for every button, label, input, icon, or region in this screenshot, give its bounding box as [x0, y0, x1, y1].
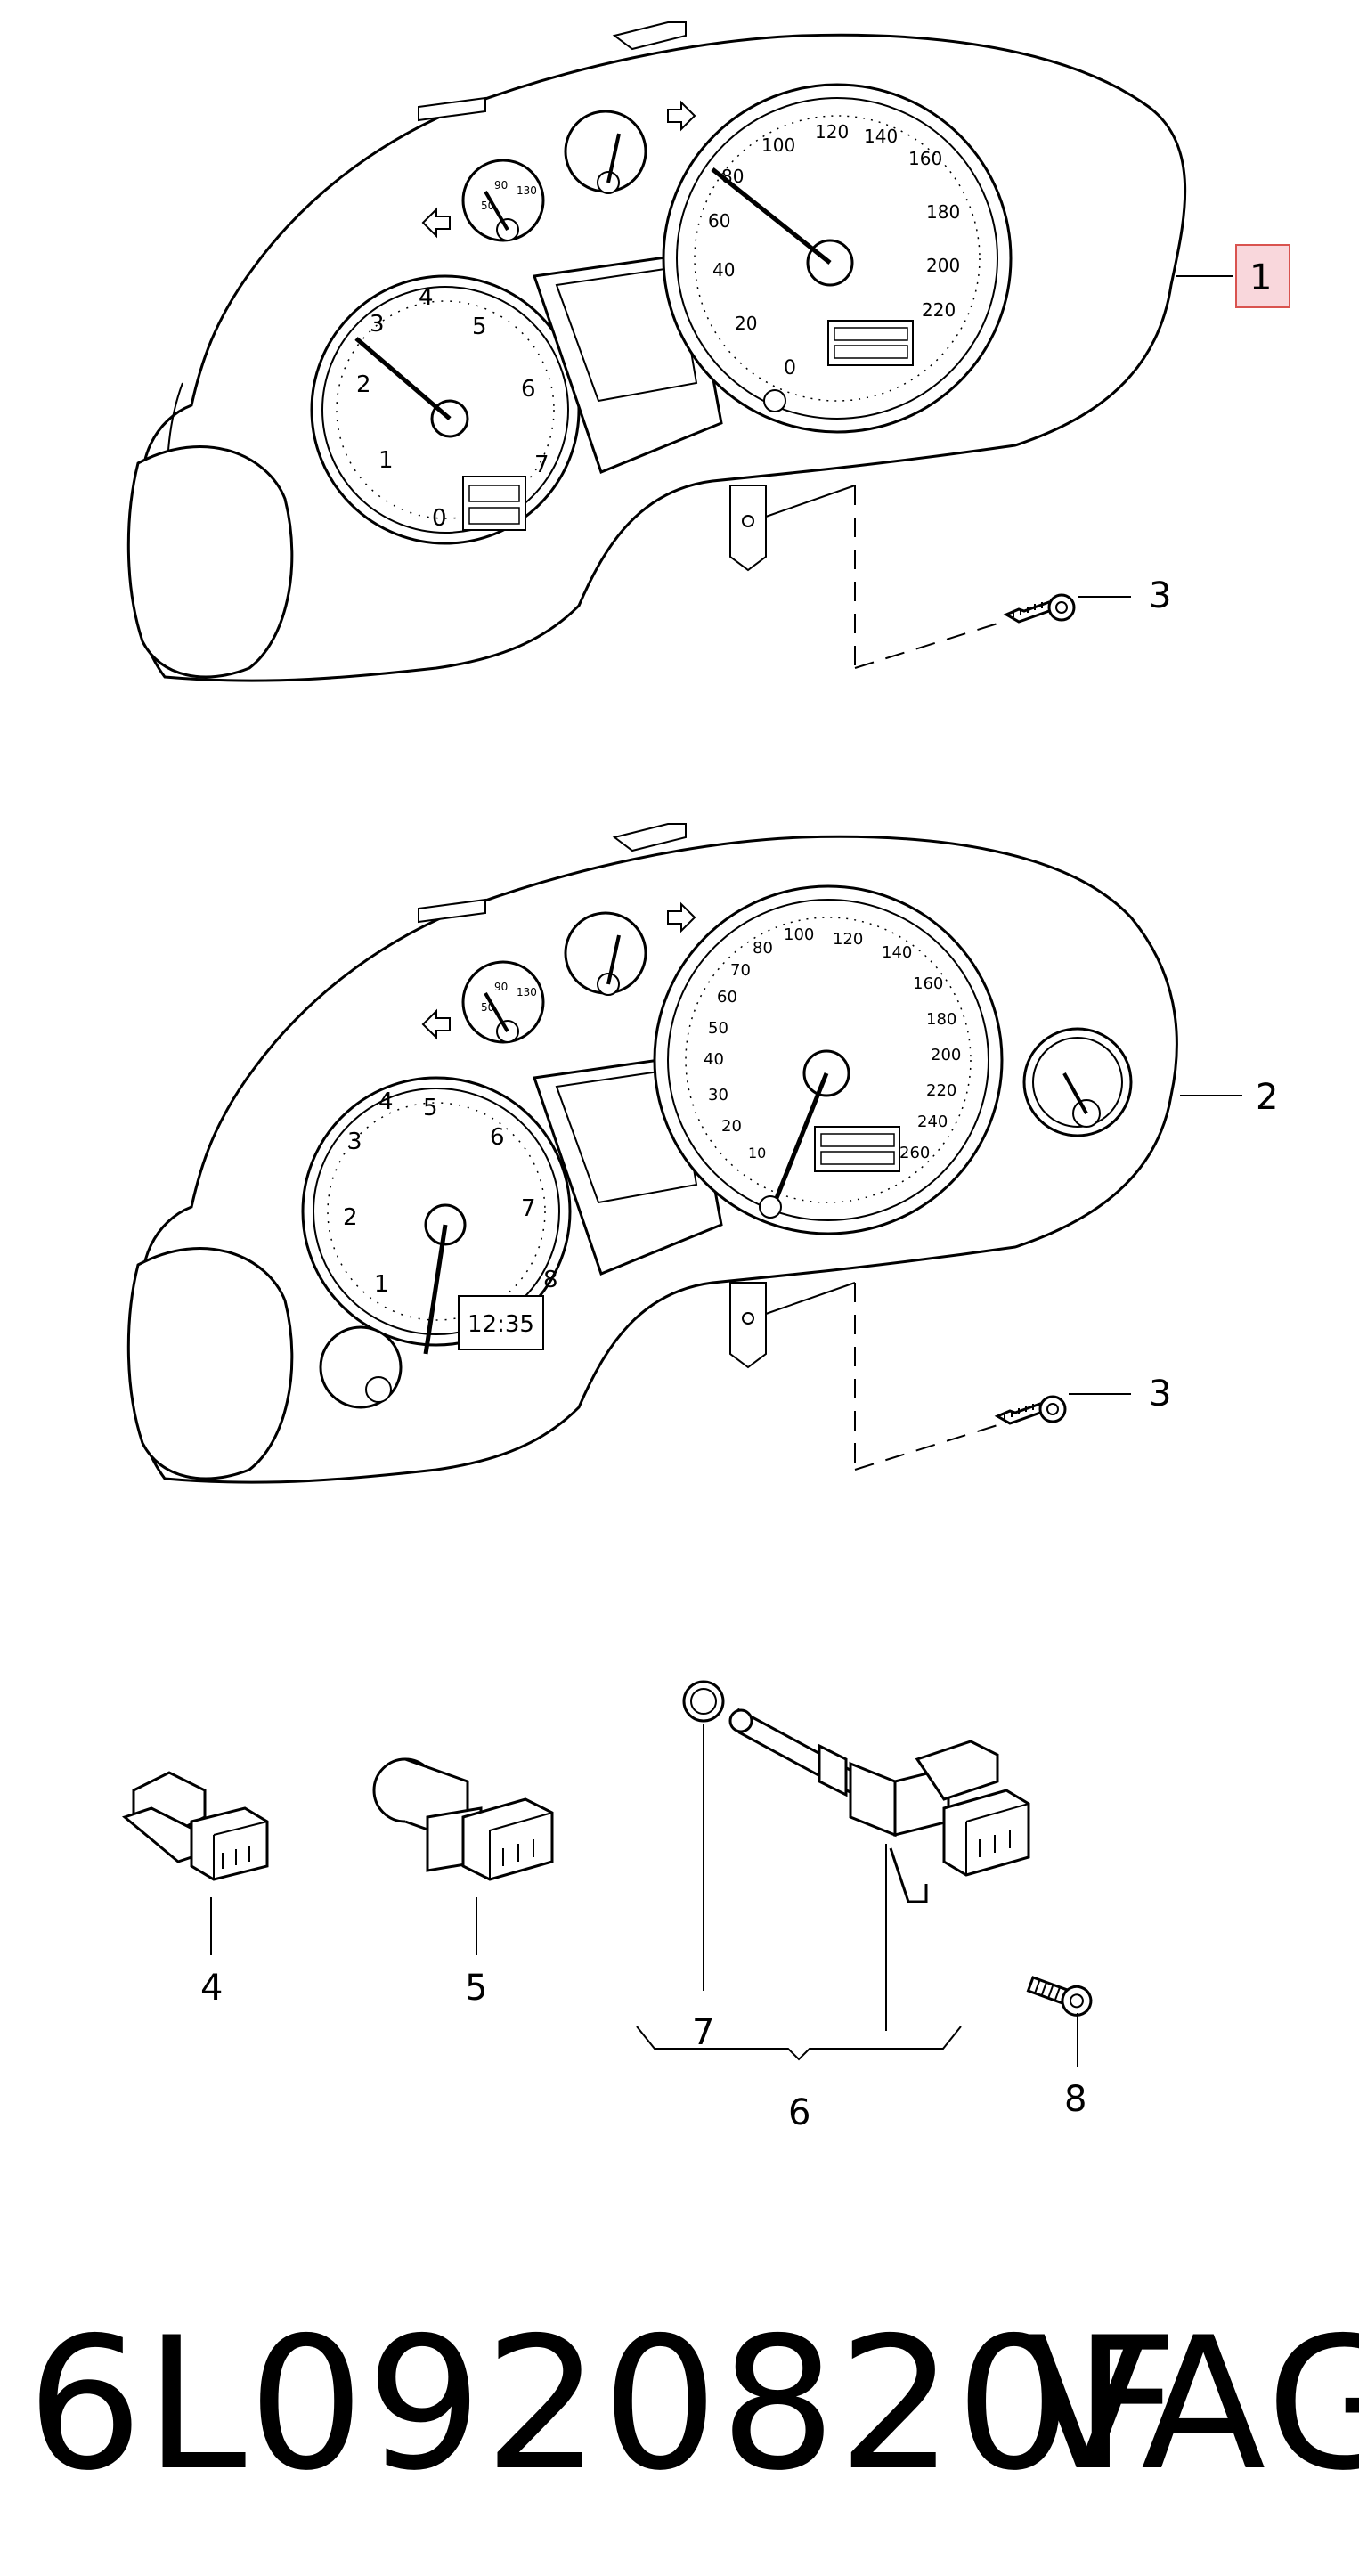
speedo2-label-10: 10 [748, 1145, 766, 1162]
callout-2: 2 [1256, 1077, 1278, 1118]
speed-sensor-part-6 [728, 1708, 1030, 2031]
callout-3a: 3 [1149, 575, 1171, 616]
speedo-label-160: 160 [908, 148, 942, 169]
callout-1: 1 [1249, 257, 1272, 298]
tacho2-label-1: 1 [374, 1271, 389, 1298]
tacho2-label-5: 5 [423, 1095, 438, 1121]
speedo-label-180: 180 [926, 201, 960, 223]
speedo2-label-120: 120 [833, 930, 863, 949]
callout-8: 8 [1064, 2079, 1086, 2120]
speedo-label-60: 60 [708, 210, 730, 232]
tacho2-label-7: 7 [521, 1195, 536, 1222]
tacho-label-4: 4 [419, 284, 434, 311]
screw-3a [1005, 593, 1076, 624]
oil2-label-0: 50 [481, 1001, 494, 1014]
speedo2-label-70: 70 [730, 961, 751, 980]
speedo2-label-200: 200 [931, 1046, 961, 1064]
speedo2-label-50: 50 [708, 1019, 728, 1038]
callout-5: 5 [465, 1968, 487, 2009]
oil2-label-2: 130 [517, 986, 537, 999]
instrument-cluster-2: 1 2 3 4 5 6 7 8 12:35 50 90 130 10 20 [126, 823, 1242, 1484]
clock-display [458, 1295, 544, 1350]
odometer-display [462, 476, 526, 531]
screw-3b [996, 1395, 1067, 1425]
callout-4: 4 [200, 1968, 223, 2009]
speedo2-label-30: 30 [708, 1086, 728, 1105]
oil-gauge-label-2: 130 [517, 184, 537, 197]
speedo-label-100: 100 [761, 135, 795, 156]
speedo2-label-40: 40 [704, 1050, 724, 1069]
turn-right-arrow-icon [667, 100, 696, 132]
clock-text: 12:35 [468, 1311, 534, 1338]
speedo-label-220: 220 [922, 299, 956, 321]
tacho-label-0: 0 [432, 505, 447, 532]
o-ring-part-7 [682, 1680, 725, 1991]
turn-left-arrow-icon [421, 207, 451, 239]
oil-gauge-label-1: 90 [494, 179, 508, 192]
speedo2-label-260: 260 [899, 1144, 930, 1162]
tacho-label-1: 1 [378, 447, 394, 474]
speedo-label-0: 0 [784, 357, 796, 379]
callout-7: 7 [692, 2012, 714, 2053]
tacho-label-7: 7 [534, 452, 549, 478]
speedo-label-40: 40 [712, 259, 735, 281]
speedo2-label-180: 180 [926, 1010, 956, 1029]
tacho-label-6: 6 [521, 376, 536, 403]
trip-reset-knob [763, 389, 786, 412]
sensor-part-5 [372, 1757, 554, 1955]
brand-label: VAG [1024, 2299, 1359, 2511]
screw-part-8 [1026, 1976, 1093, 2017]
tacho2-label-8: 8 [543, 1267, 558, 1293]
instrument-cluster-1: 0 1 2 3 4 5 6 7 50 90 130 0 20 40 [126, 21, 1290, 682]
oil-gauge-label-0: 50 [481, 200, 494, 212]
tacho-label-2: 2 [356, 371, 371, 398]
speedo2-label-80: 80 [753, 939, 773, 958]
callout-6: 6 [788, 2092, 810, 2133]
tacho2-label-4: 4 [378, 1088, 394, 1115]
group-bracket-6 [636, 2026, 962, 2061]
connector-part-4 [121, 1771, 269, 1955]
mounting-bracket-2 [729, 1282, 767, 1369]
speedo2-label-100: 100 [784, 925, 814, 944]
extra-gauge [1022, 1027, 1133, 1137]
speedo2-label-220: 220 [926, 1081, 956, 1100]
speedo2-label-240: 240 [917, 1113, 948, 1131]
oil2-label-1: 90 [494, 981, 508, 993]
speedo2-label-160: 160 [913, 974, 943, 993]
speedo-label-140: 140 [864, 126, 898, 147]
trip-reset-knob-2 [759, 1195, 782, 1219]
tacho2-label-6: 6 [490, 1124, 505, 1151]
speedo-label-20: 20 [735, 313, 757, 334]
callout-3b: 3 [1149, 1374, 1171, 1414]
turn-right-arrow-icon-2 [667, 901, 696, 933]
callout-1-highlight [1235, 244, 1290, 308]
speedo-label-200: 200 [926, 255, 960, 276]
tacho2-label-3: 3 [347, 1129, 362, 1155]
tacho2-label-2: 2 [343, 1204, 358, 1231]
speedo2-label-60: 60 [717, 988, 737, 1007]
speedo-label-80: 80 [721, 166, 744, 187]
speedo-label-120: 120 [815, 121, 849, 143]
mounting-bracket [729, 485, 767, 572]
part-number-label: 6L0920820F [27, 2299, 1181, 2511]
speedo2-label-20: 20 [721, 1117, 742, 1136]
tacho-label-3: 3 [370, 311, 385, 338]
speedo2-label-140: 140 [882, 943, 912, 962]
turn-left-arrow-icon-2 [421, 1008, 451, 1040]
tacho-label-5: 5 [472, 314, 487, 340]
footer: 6L0920820F VAG [0, 2289, 1359, 2521]
